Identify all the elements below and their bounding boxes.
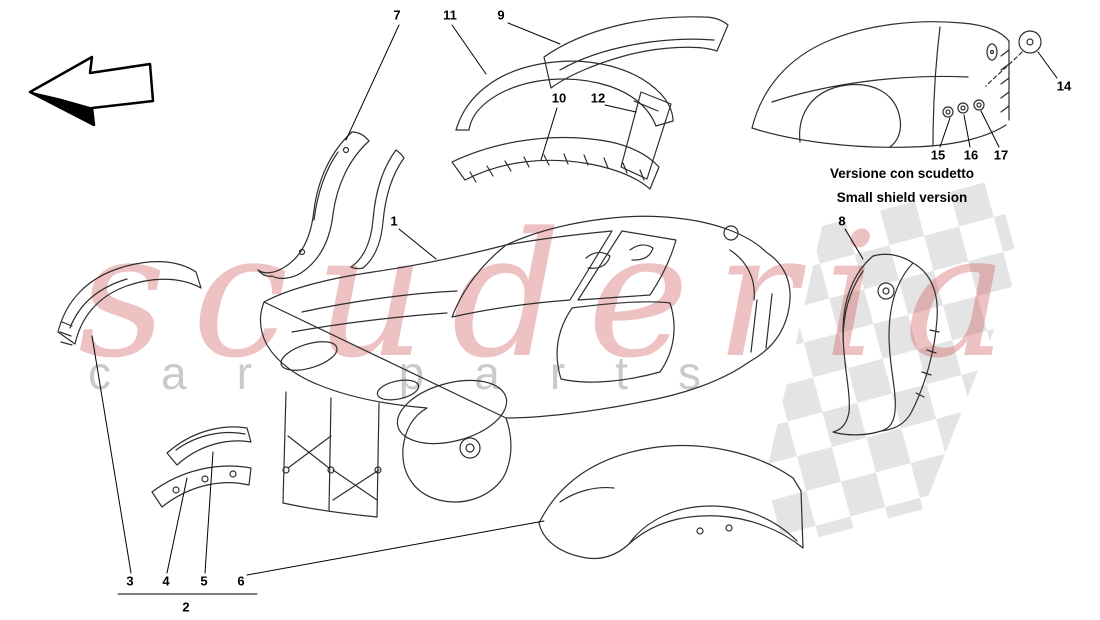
callout-12: 12 bbox=[590, 90, 606, 106]
callout-4: 4 bbox=[162, 573, 170, 589]
callout-5: 5 bbox=[200, 573, 208, 589]
direction-arrow-icon bbox=[28, 55, 155, 127]
part-sill-bracket bbox=[151, 465, 252, 508]
part-rear-quarter-panel bbox=[832, 253, 940, 436]
callout-leader-lines bbox=[91, 22, 1058, 595]
callout-2: 2 bbox=[182, 599, 190, 615]
callout-14: 14 bbox=[1056, 78, 1072, 94]
part-windshield-header bbox=[451, 136, 660, 190]
fuel-cap-part bbox=[985, 30, 1042, 87]
grommet-parts bbox=[942, 99, 985, 118]
part-side-rail bbox=[620, 91, 672, 180]
shield-version-caption: Versione con scudetto Small shield versi… bbox=[782, 162, 1022, 209]
callout-1: 1 bbox=[390, 213, 398, 229]
callout-11: 11 bbox=[443, 7, 457, 23]
callout-9: 9 bbox=[497, 7, 505, 23]
callout-10: 10 bbox=[551, 90, 567, 106]
part-front-fender bbox=[538, 444, 804, 560]
part-front-inner-panel bbox=[57, 261, 202, 346]
part-a-pillar-frames bbox=[257, 131, 405, 279]
caption-line-italian: Versione con scudetto bbox=[829, 166, 975, 181]
small-shield-version-view bbox=[751, 21, 1042, 148]
callout-15: 15 bbox=[930, 147, 946, 163]
callout-7: 7 bbox=[393, 7, 401, 23]
callout-16: 16 bbox=[963, 147, 979, 163]
caption-line-english: Small shield version bbox=[836, 189, 968, 205]
part-main-body-shell bbox=[260, 215, 791, 518]
callout-3: 3 bbox=[126, 573, 134, 589]
part-roof-panel bbox=[543, 16, 729, 89]
callout-6: 6 bbox=[237, 573, 245, 589]
callout-17: 17 bbox=[993, 147, 1009, 163]
part-curved-strip bbox=[166, 426, 252, 466]
callout-8: 8 bbox=[838, 213, 846, 229]
